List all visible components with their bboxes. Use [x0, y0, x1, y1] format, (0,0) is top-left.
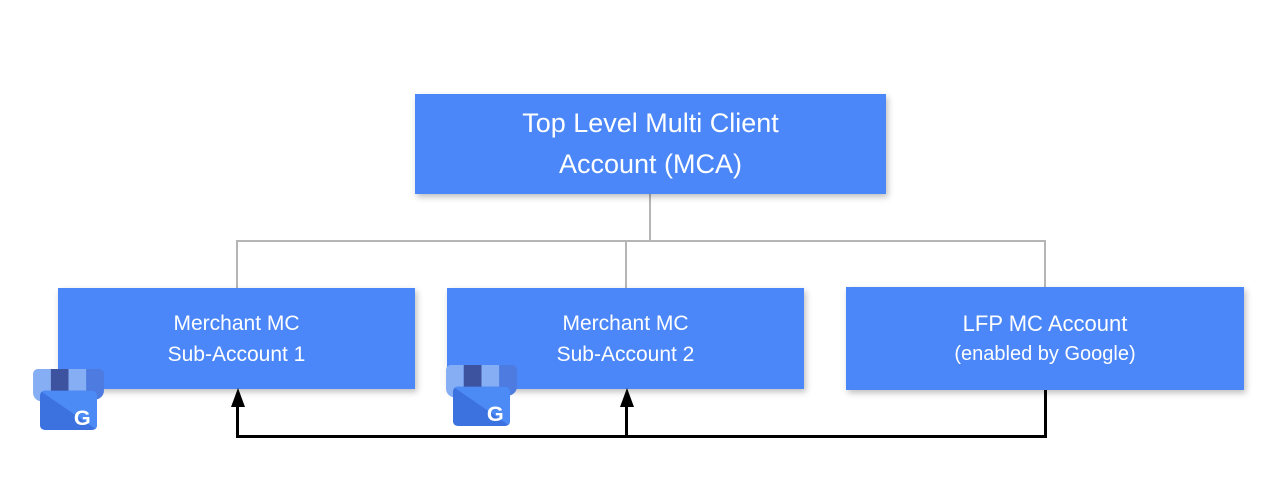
connector-drop-lfp [1044, 241, 1046, 287]
google-my-business-icon: G [33, 368, 104, 431]
node-lfp-label-line1: LFP MC Account [962, 310, 1128, 336]
node-top-label-line2: Account (MCA) [558, 149, 743, 179]
storefront-body-icon [39, 390, 98, 431]
connector-drop-sub1 [236, 241, 238, 288]
node-top-level-mca: Top Level Multi Client Account (MCA) [415, 94, 886, 194]
feed-arrow-stem-sub2 [625, 405, 628, 436]
connector-horizontal-bar [236, 240, 1046, 242]
google-g-letter: G [74, 405, 91, 430]
node-lfp-label-line2: (enabled by Google) [954, 342, 1136, 365]
connector-drop-sub2 [625, 241, 627, 288]
node-lfp-mc-account: LFP MC Account (enabled by Google) [846, 287, 1244, 390]
node-sub1-label-line2: Sub-Account 1 [167, 342, 306, 366]
arrowhead-up-sub1-icon [231, 388, 245, 407]
node-merchant-sub-account-1: Merchant MC Sub-Account 1 [58, 288, 415, 389]
node-sub2-label-line2: Sub-Account 2 [556, 342, 695, 366]
google-my-business-icon: G [446, 364, 517, 427]
arrowhead-up-sub2-icon [620, 388, 634, 407]
node-top-label-line1: Top Level Multi Client [522, 108, 779, 138]
feed-arrow-horizontal-line [236, 435, 1047, 438]
google-g-letter: G [487, 401, 504, 426]
feed-arrow-stem-sub1 [236, 405, 239, 436]
node-sub2-label-line1: Merchant MC [562, 311, 689, 335]
node-sub1-label-line1: Merchant MC [173, 311, 300, 335]
storefront-body-icon [452, 386, 511, 427]
feed-arrow-lfp-down-line [1044, 390, 1047, 436]
connector-top-trunk [649, 194, 651, 241]
